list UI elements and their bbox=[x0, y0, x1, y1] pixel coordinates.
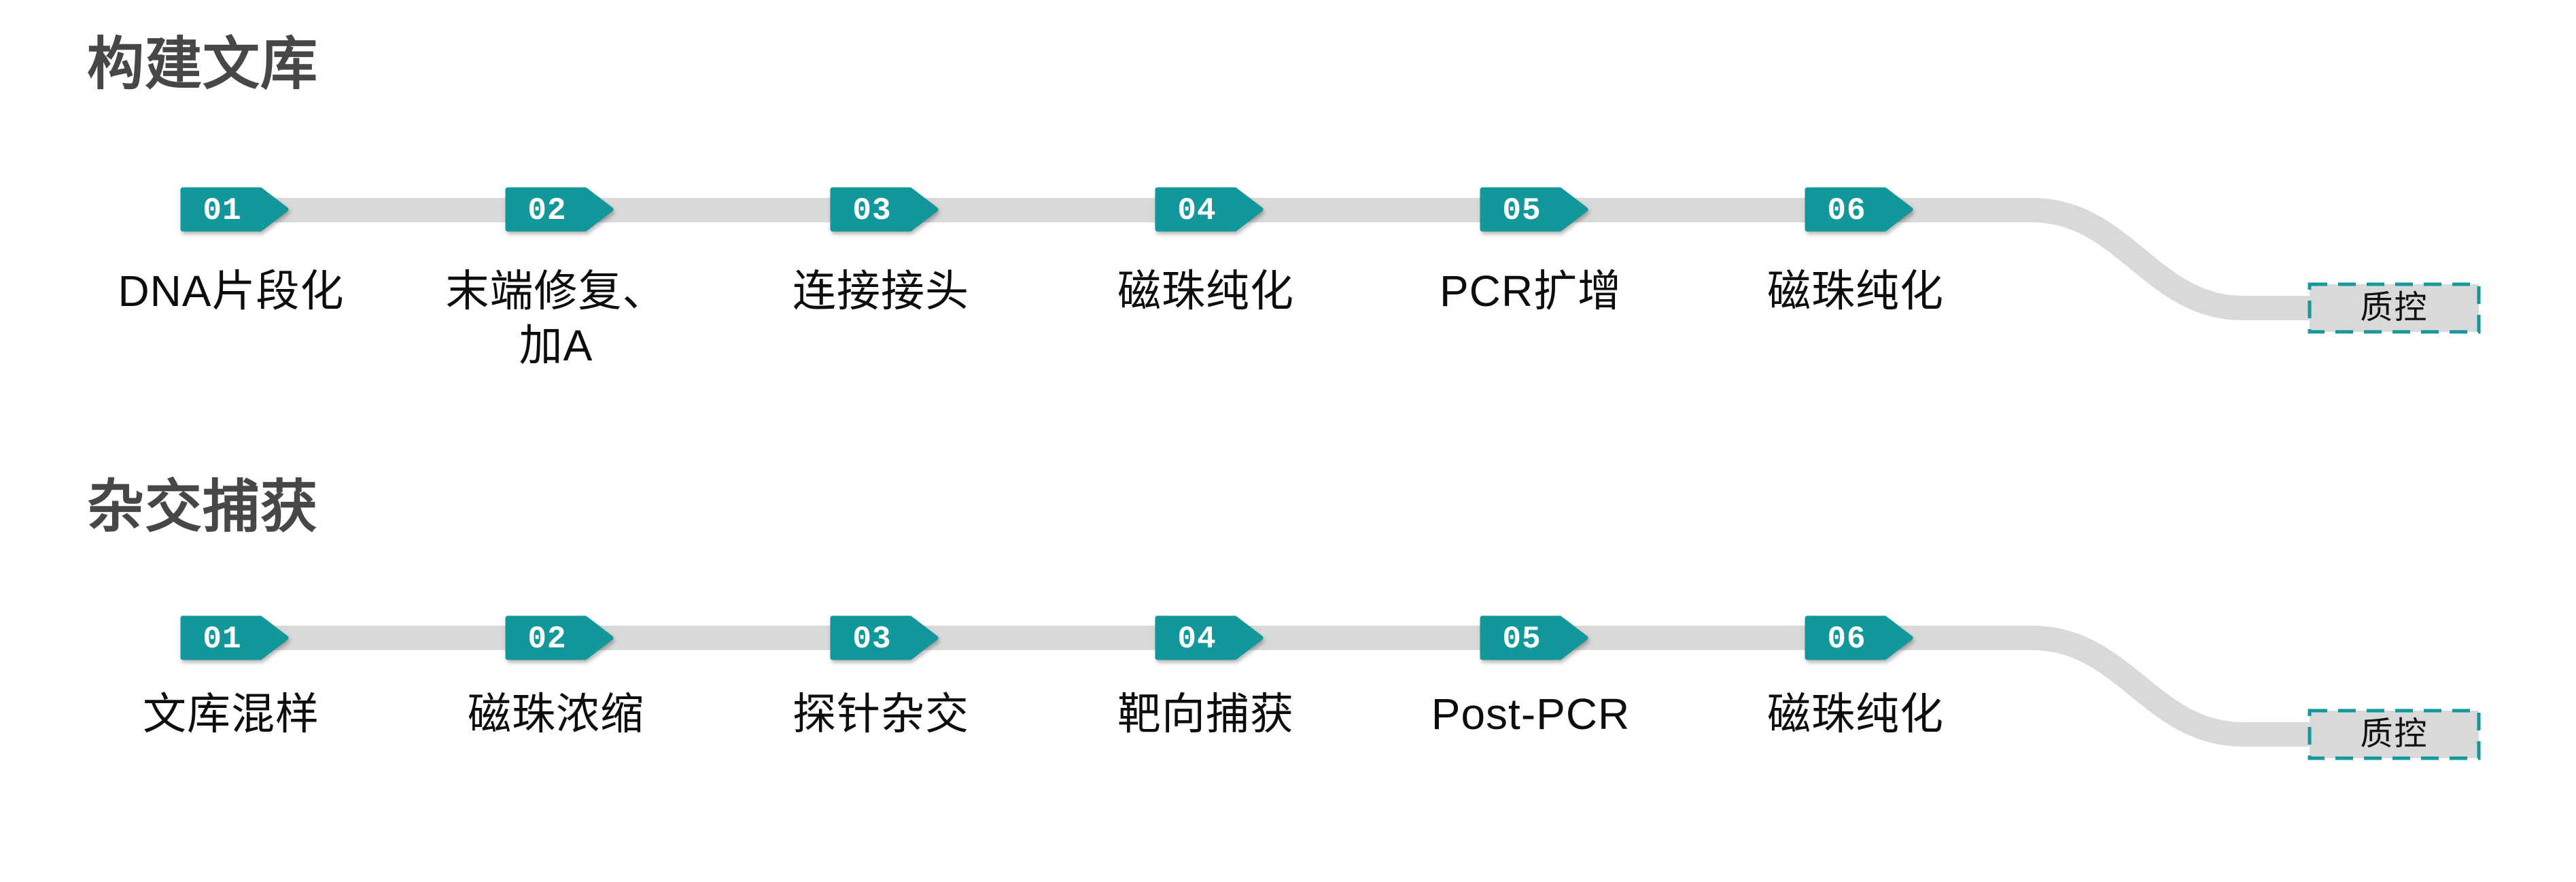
arrow-tag-icon: 02 bbox=[505, 615, 614, 660]
arrow-tag-shape bbox=[1155, 187, 1264, 232]
arrow-tag-shape bbox=[1480, 615, 1588, 660]
step-badge-2-3: 03 bbox=[830, 615, 939, 660]
step-badge-2-2: 02 bbox=[505, 615, 614, 660]
step-label-2-4: 靶向捕获 bbox=[1117, 690, 1294, 739]
arrow-tag-icon: 01 bbox=[180, 615, 289, 660]
arrow-tag-icon: 02 bbox=[505, 187, 614, 232]
arrow-tag-shape bbox=[505, 615, 614, 660]
step-badge-2-5: 05 bbox=[1480, 615, 1588, 660]
arrow-tag-icon: 01 bbox=[180, 187, 289, 232]
step-number: 02 bbox=[527, 193, 566, 228]
step-badge-2-6: 06 bbox=[1805, 615, 1913, 660]
step-number: 02 bbox=[527, 622, 566, 657]
arrow-tag-icon: 06 bbox=[1805, 615, 1913, 660]
qc-box-hybrid-capture bbox=[2308, 709, 2481, 760]
step-label-2-1: 文库混样 bbox=[143, 690, 319, 739]
step-label-1-3: 连接接头 bbox=[793, 267, 969, 316]
step-label-1-2: 末端修复、 加A bbox=[445, 267, 667, 370]
step-number: 01 bbox=[203, 622, 241, 657]
step-number: 04 bbox=[1177, 622, 1216, 657]
arrow-tag-icon: 03 bbox=[830, 615, 939, 660]
arrow-tag-shape bbox=[505, 187, 614, 232]
arrow-tag-shape bbox=[1155, 615, 1264, 660]
step-badge-1-6: 06 bbox=[1805, 187, 1913, 232]
flow-line-library-construction bbox=[205, 198, 2311, 320]
arrow-tag-shape bbox=[1805, 187, 1913, 232]
arrow-tag-shape bbox=[830, 187, 939, 232]
arrow-tag-icon: 04 bbox=[1155, 187, 1264, 232]
arrow-tag-icon: 06 bbox=[1805, 187, 1913, 232]
step-badge-1-1: 01 bbox=[180, 187, 289, 232]
step-badge-2-1: 01 bbox=[180, 615, 289, 660]
step-number: 06 bbox=[1827, 622, 1866, 657]
arrow-tag-icon: 04 bbox=[1155, 615, 1264, 660]
arrow-tag-shape bbox=[180, 187, 289, 232]
qc-label-library-construction: 质控 bbox=[2360, 290, 2429, 326]
arrow-tag-icon: 05 bbox=[1480, 615, 1588, 660]
step-label-1-1: DNA片段化 bbox=[118, 267, 345, 316]
step-number: 01 bbox=[203, 193, 241, 228]
step-number: 04 bbox=[1177, 193, 1216, 228]
step-label-2-2: 磁珠浓缩 bbox=[468, 690, 644, 739]
arrow-tag-shape bbox=[830, 615, 939, 660]
step-badge-1-3: 03 bbox=[830, 187, 939, 232]
step-label-1-6: 磁珠纯化 bbox=[1767, 267, 1944, 316]
step-badge-2-4: 04 bbox=[1155, 615, 1264, 660]
step-label-2-3: 探针杂交 bbox=[793, 690, 969, 739]
step-label-2-5: Post-PCR bbox=[1431, 690, 1631, 739]
arrow-tag-shape bbox=[180, 615, 289, 660]
arrow-tag-shape bbox=[1480, 187, 1588, 232]
arrow-tag-icon: 05 bbox=[1480, 187, 1588, 232]
section-title-library-construction: 构建文库 bbox=[87, 32, 319, 96]
step-label-1-5: PCR扩增 bbox=[1439, 267, 1622, 316]
section-title-hybrid-capture: 杂交捕获 bbox=[87, 475, 319, 539]
qc-box-library-construction bbox=[2308, 282, 2481, 334]
step-badge-1-4: 04 bbox=[1155, 187, 1264, 232]
step-number: 06 bbox=[1827, 193, 1866, 228]
qc-label-hybrid-capture: 质控 bbox=[2360, 716, 2429, 752]
arrow-tag-shape bbox=[1805, 615, 1913, 660]
step-number: 05 bbox=[1502, 193, 1541, 228]
arrow-tag-icon: 03 bbox=[830, 187, 939, 232]
step-number: 05 bbox=[1502, 622, 1541, 657]
step-label-1-4: 磁珠纯化 bbox=[1117, 267, 1294, 316]
step-badge-1-2: 02 bbox=[505, 187, 614, 232]
step-number: 03 bbox=[852, 622, 891, 657]
step-badge-1-5: 05 bbox=[1480, 187, 1588, 232]
flow-line-hybrid-capture bbox=[205, 626, 2311, 747]
step-number: 03 bbox=[852, 193, 891, 228]
step-label-2-6: 磁珠纯化 bbox=[1767, 690, 1944, 739]
